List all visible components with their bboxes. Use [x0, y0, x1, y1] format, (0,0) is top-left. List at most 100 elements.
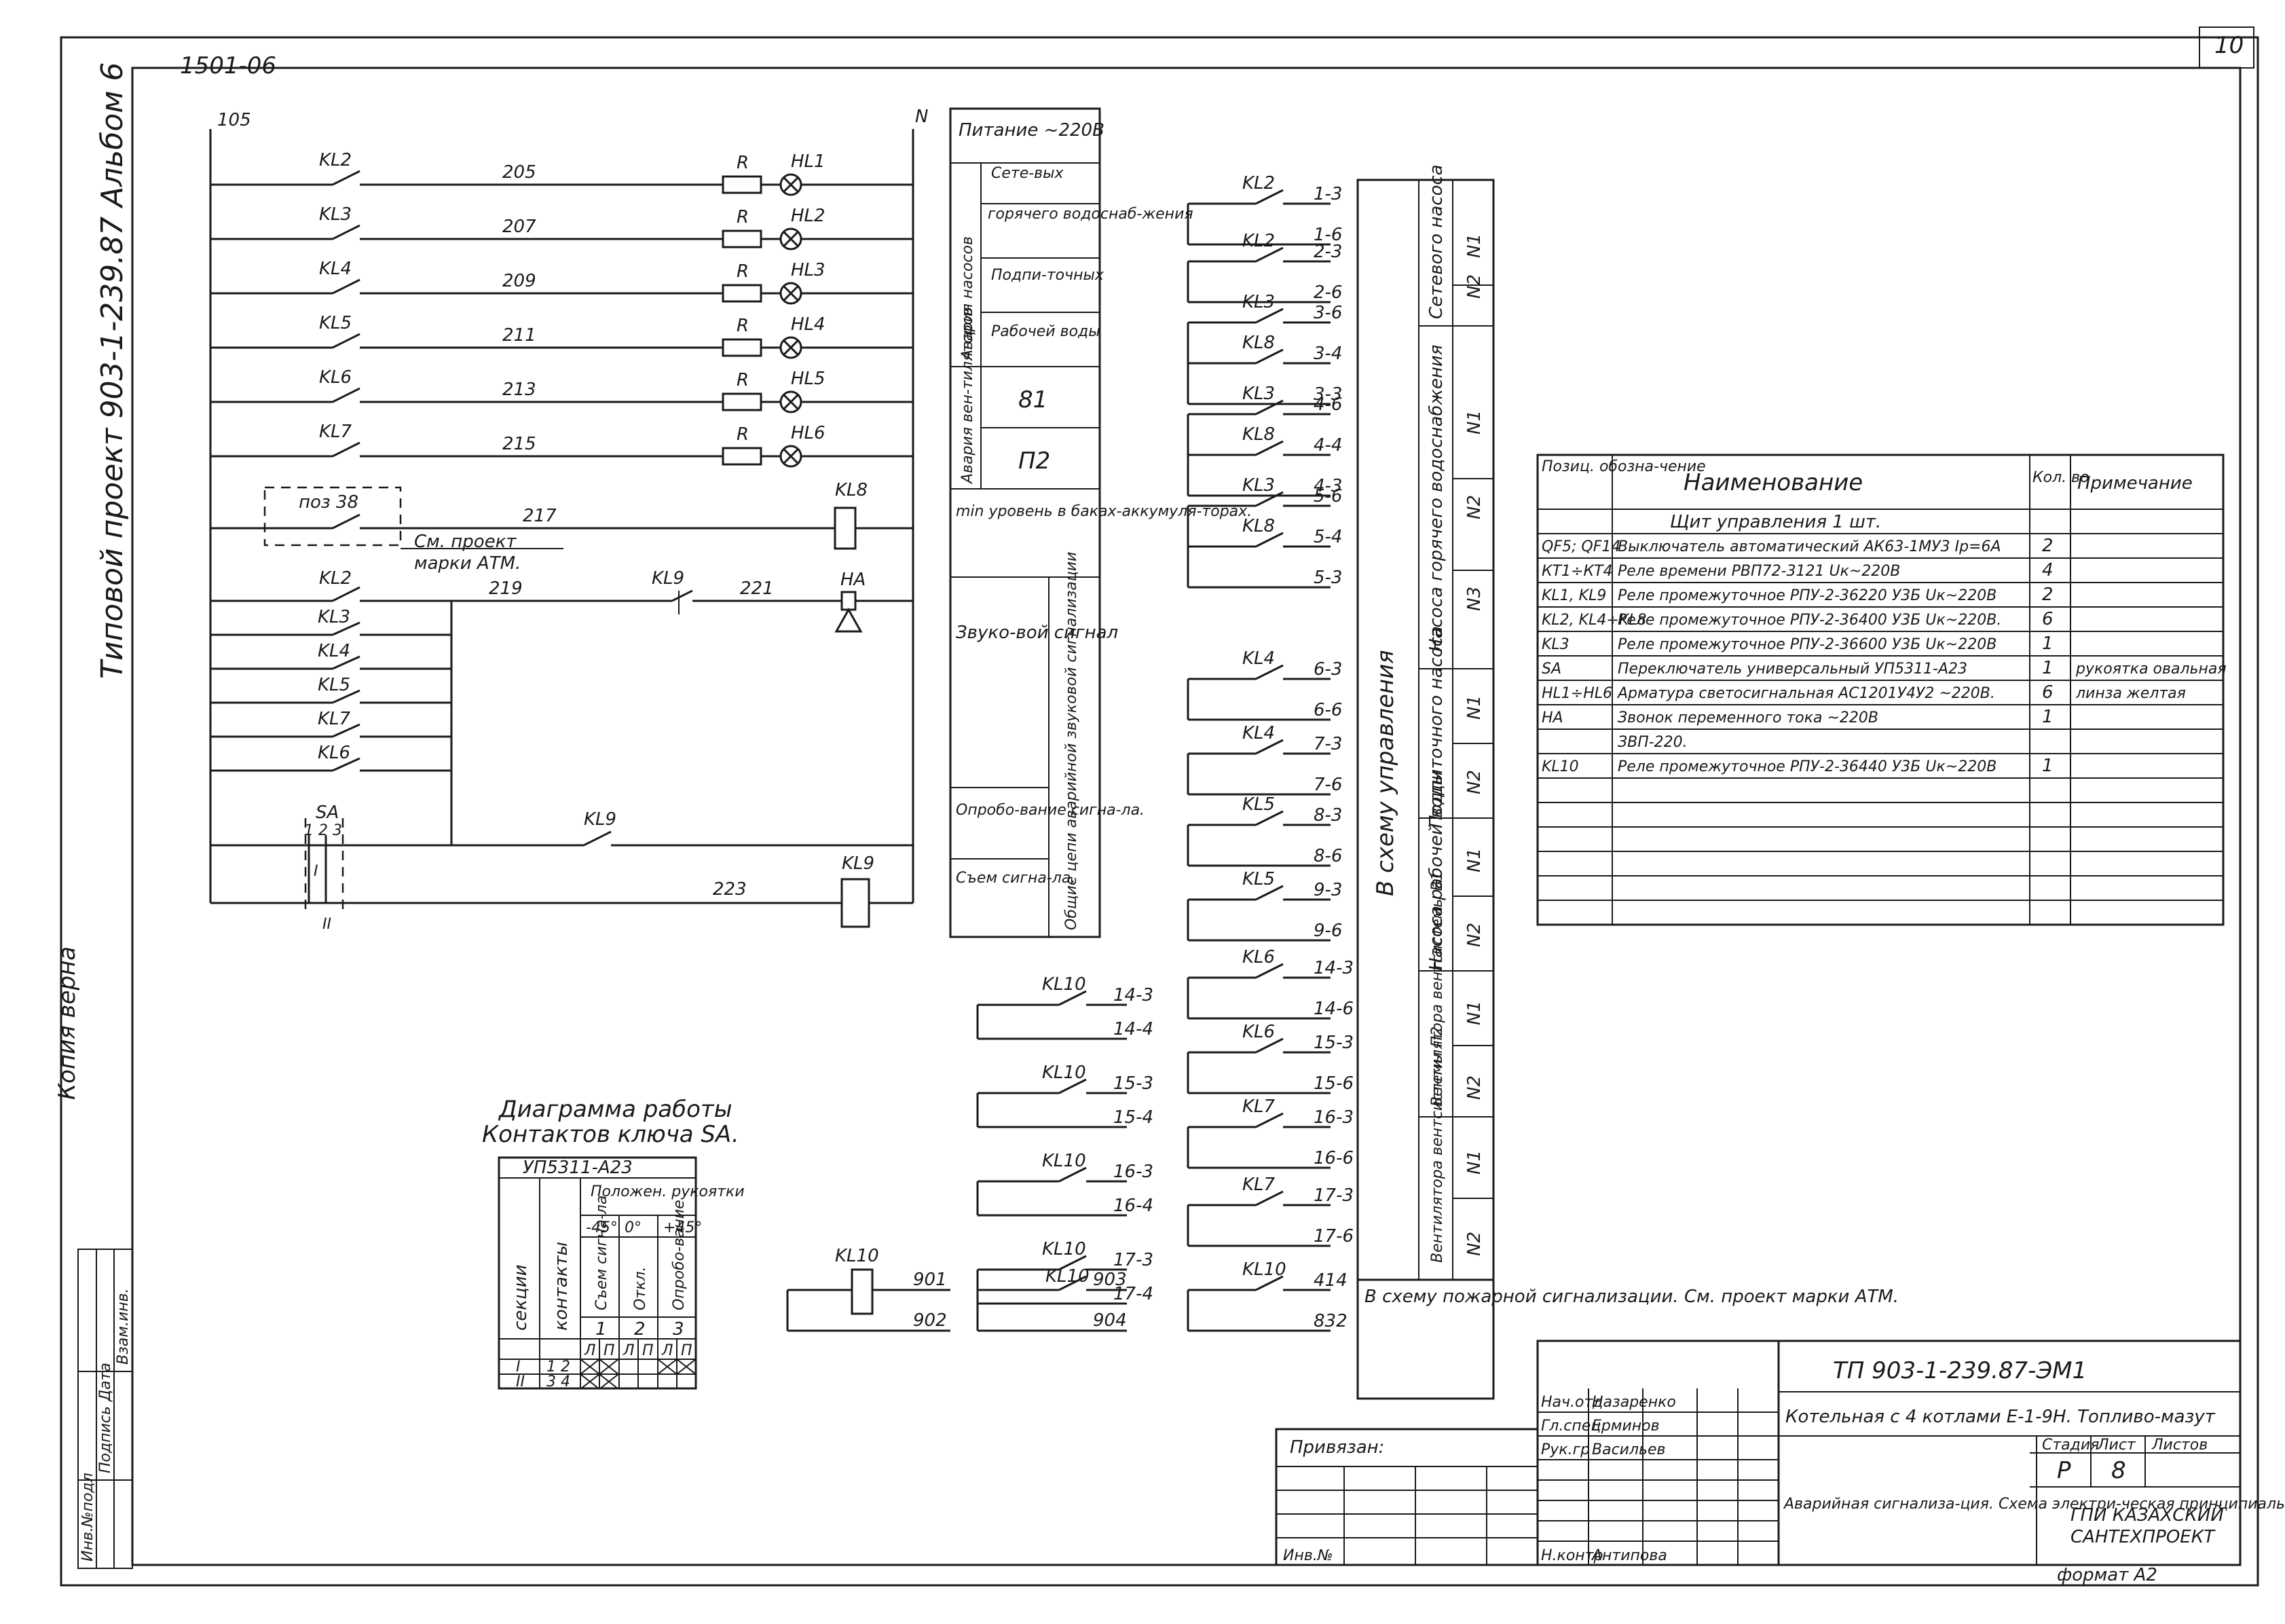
group-work-water: Насоса рабочей воды — [1426, 771, 1447, 971]
lamp-cross — [782, 284, 800, 302]
contact-label: KL10 — [1042, 1063, 1086, 1083]
to-control-label: В схему управления — [1372, 650, 1399, 896]
sa-pos-num: 1 — [595, 1319, 607, 1340]
contact-blade — [1255, 664, 1284, 680]
node-number: 15-3 — [1314, 1033, 1354, 1053]
group-fan-p2: Вентилятора вентсистемы П2 — [1429, 1027, 1446, 1263]
pump-number: N1 — [1464, 1001, 1485, 1025]
left-bus-label: 105 — [217, 110, 251, 130]
contact-label: KL2 — [1242, 173, 1275, 193]
contact-blade — [1255, 739, 1284, 755]
contact-blade — [332, 333, 360, 349]
sa-mode: Откл. — [632, 1267, 649, 1310]
lamp-cross — [782, 230, 800, 248]
spec-note: рукоятка овальная — [2075, 661, 2227, 678]
tb-sheet-hdr: Лист — [2097, 1437, 2136, 1454]
sa-closed-mark — [580, 1373, 600, 1390]
group-network: Сетевого насоса — [1426, 164, 1447, 319]
resistor-label: R — [737, 153, 749, 173]
kl9-contact-label: KL9 — [584, 809, 616, 830]
spec-name: Звонок переменного тока ~220В — [1618, 709, 1878, 726]
sa-pos2: II — [322, 916, 331, 933]
tb-name: Назаренко — [1592, 1394, 1676, 1411]
group-fan-b1: Вентилятора вентсистемы В1 — [1429, 871, 1446, 1107]
spec-name: ЗВП-220. — [1618, 734, 1688, 751]
spec-section: Щит управления 1 шт. — [1670, 512, 1881, 532]
node-number: 4-6 — [1314, 394, 1342, 415]
sa-pos-num: 2 — [634, 1319, 646, 1340]
lamp-label: HL1 — [791, 151, 825, 172]
contact-blade — [332, 441, 360, 458]
copy-note: Копия верна — [54, 946, 81, 1100]
spec-pos: KL10 — [1542, 758, 1579, 775]
resistor — [722, 175, 762, 194]
node-number: 14-6 — [1314, 999, 1354, 1019]
tb-sheets-hdr: Листов — [2151, 1437, 2208, 1454]
node-number: 2-3 — [1314, 242, 1342, 262]
page-number-box — [2199, 26, 2254, 69]
contact-blade — [332, 278, 360, 295]
contact-label: KL7 — [1242, 1175, 1276, 1195]
wire-221: 221 — [740, 578, 774, 599]
node-number: 832 — [1314, 1311, 1348, 1331]
project-side-label: Типовой проект 903-1-239.87 Альбом 6 — [95, 62, 130, 679]
node-number: 8-6 — [1314, 846, 1342, 866]
contact-label: KL4 — [1242, 723, 1275, 743]
see-atm-2: марки АТМ. — [414, 553, 521, 574]
legend-test: Опробо-вание сигна-ла. — [956, 802, 1145, 819]
spec-header-note: Примечание — [2077, 473, 2193, 494]
spec-qty: 6 — [2042, 682, 2054, 703]
contact-blade — [1058, 1166, 1087, 1183]
node-number: 3-3 — [1314, 384, 1342, 405]
tb-org-2: САНТЕХПРОЕКТ — [2070, 1527, 2216, 1547]
contact-label: KL7 — [318, 709, 351, 729]
kl10-out-904: 904 — [1093, 1310, 1127, 1331]
contact-blade — [1255, 491, 1284, 507]
node-number: 5-3 — [1314, 568, 1342, 588]
tb-role: Гл.спец — [1541, 1418, 1601, 1435]
legend-work-water: Рабочей воды — [991, 323, 1100, 340]
tb-privyazan-label: Привязан: — [1290, 1437, 1384, 1458]
contact-label: KL6 — [319, 367, 352, 388]
tb-name: Антипова — [1591, 1547, 1667, 1564]
contact-label: KL2 — [1242, 231, 1275, 251]
spec-pos: НА — [1542, 709, 1563, 726]
spec-pos: KL2, KL4÷KL8 — [1542, 612, 1646, 629]
kl8-coil — [834, 506, 857, 550]
node-number: 17-6 — [1314, 1226, 1354, 1247]
kl10-contacts: KL1014-314-4KL1015-315-4KL1016-316-4KL10… — [976, 974, 1153, 1305]
sa-lr: П — [642, 1342, 654, 1359]
bell-icon — [834, 607, 863, 633]
sa-col-pos: Положен. рукоятки — [591, 1183, 745, 1200]
contact-blade — [332, 224, 360, 240]
node-number: 9-3 — [1314, 880, 1342, 900]
lamp-label: HL6 — [791, 423, 825, 443]
spec-header-name: Наименование — [1684, 469, 1863, 496]
tb-code: ТП 903-1-239.87-ЭМ1 — [1833, 1357, 2087, 1384]
sa-row-contacts: 3 4 — [546, 1373, 570, 1390]
node-number: 4-3 — [1314, 476, 1342, 496]
node-number: 17-4 — [1113, 1284, 1153, 1304]
wire-number: 209 — [502, 271, 536, 291]
wire-number: 215 — [502, 434, 536, 454]
spec-name: Выключатель автоматический АК63-1МУ3 Iр=… — [1618, 538, 2001, 555]
contact-blade — [1255, 532, 1284, 548]
spec-name: Реле промежуточное РПУ-2-36220 У3Б Uк~22… — [1618, 587, 1996, 604]
spec-pos: КТ1÷КТ4 — [1542, 563, 1613, 580]
spec-pos: KL3 — [1542, 636, 1569, 653]
resistor-label: R — [737, 207, 749, 227]
contact-label: KL8 — [1242, 424, 1275, 445]
pump-number: N2 — [1464, 770, 1485, 794]
node-number: 8-3 — [1314, 805, 1342, 826]
pump-number: N2 — [1464, 1232, 1485, 1256]
spec-note: линза желтая — [2075, 685, 2186, 702]
horn-contact-label: KL2 — [319, 568, 352, 589]
node-number: 1-6 — [1314, 225, 1342, 245]
spec-qty: 4 — [2042, 560, 2054, 580]
contact-label: KL7 — [1242, 1096, 1276, 1117]
kl9-coil — [840, 878, 870, 928]
contact-blade — [332, 621, 360, 636]
sa-lr: Л — [623, 1342, 635, 1359]
